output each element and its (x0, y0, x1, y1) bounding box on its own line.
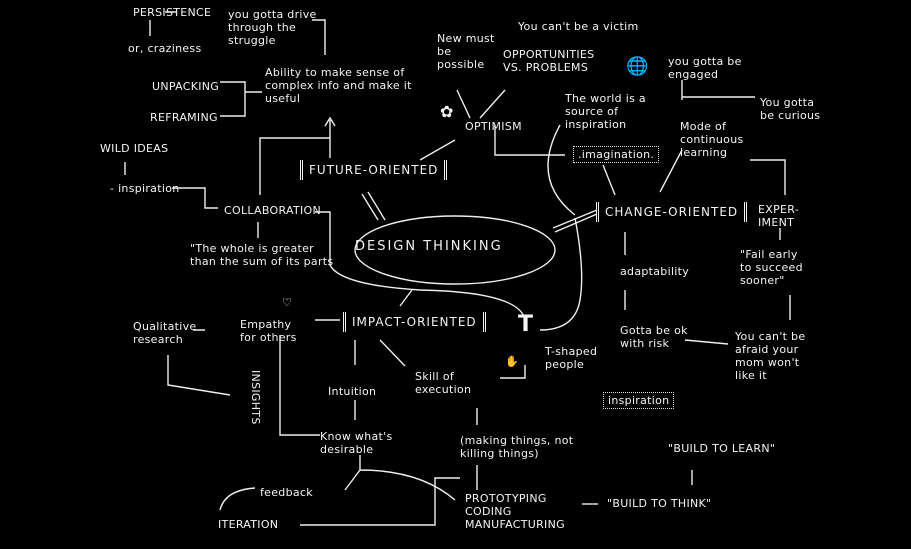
empathy-text: Empathy for others (240, 318, 297, 344)
fail-quote: "Fail early to succeed sooner" (740, 248, 803, 287)
desirable-text: Know what's desirable (320, 430, 393, 456)
prototyping-text: PROTOTYPING CODING MANUFACTURING (465, 492, 565, 531)
t-shape-icon: T (518, 312, 534, 337)
experiment-text: EXPER- IMENT (758, 203, 800, 229)
opportunities-text: OPPORTUNITIES vs. PROBLEMS (503, 48, 595, 74)
ability-text: Ability to make sense of complex info an… (265, 66, 412, 105)
risk-text: Gotta be ok with risk (620, 324, 688, 350)
inspiration-right: inspiration (603, 392, 675, 409)
mom-text: You can't be afraid your mom won't like … (735, 330, 806, 382)
globe-icon: 🌐 (626, 56, 649, 77)
world-text: The world is a source of inspiration (565, 92, 646, 131)
change-oriented-node: CHANGE-ORIENTED (596, 202, 748, 222)
inspiration-left: - inspiration (110, 182, 180, 195)
reframing-text: REFRAMING (150, 111, 218, 124)
new-possible-text: New must be possible (437, 32, 495, 71)
craziness-text: or, craziness (128, 42, 202, 55)
intuition-text: Intuition (328, 385, 377, 398)
iteration-text: ITERATION (218, 518, 279, 531)
victim-text: You can't be a victim (518, 20, 639, 33)
qualitative-text: Qualitative research (133, 320, 197, 346)
future-oriented-node: FUTURE-ORIENTED (300, 160, 448, 180)
curious-text: You gotta be curious (760, 96, 821, 122)
center-ellipse (354, 215, 556, 285)
unpacking-text: UNPACKING (152, 80, 220, 93)
t-shaped-text: T-shaped people (545, 345, 598, 371)
whole-quote: "The whole is greater than the sum of it… (190, 242, 334, 268)
optimism-text: OPTIMISM (465, 120, 522, 133)
feedback-text: feedback (260, 486, 313, 499)
insights-text: INSIGHTS (249, 370, 262, 425)
persistence-text: PERSISTENCE (133, 6, 212, 19)
execution-text: Skill of execution (415, 370, 472, 396)
hand-icon: ✋ (505, 355, 519, 368)
adaptability-text: adaptability (620, 265, 690, 278)
impact-oriented-node: IMPACT-ORIENTED (343, 312, 486, 332)
engaged-text: you gotta be engaged (668, 55, 742, 81)
imagination-text: .imagination. (573, 146, 660, 163)
center-label: DESIGN THINKING (355, 239, 503, 254)
build-learn-text: "BUILD TO LEARN" (668, 442, 776, 455)
wild-ideas-text: WILD IDEAS (100, 142, 169, 155)
drive-text: you gotta drive through the struggle (228, 8, 317, 47)
heart-icon: ♡ (282, 296, 293, 309)
build-think-text: "BUILD TO THINK" (607, 497, 712, 510)
collaboration-text: COLLABORATION (224, 204, 322, 217)
flower-icon: ✿ (440, 102, 454, 121)
making-text: (making things, not killing things) (460, 434, 574, 460)
learning-text: Mode of continuous learning (680, 120, 744, 159)
